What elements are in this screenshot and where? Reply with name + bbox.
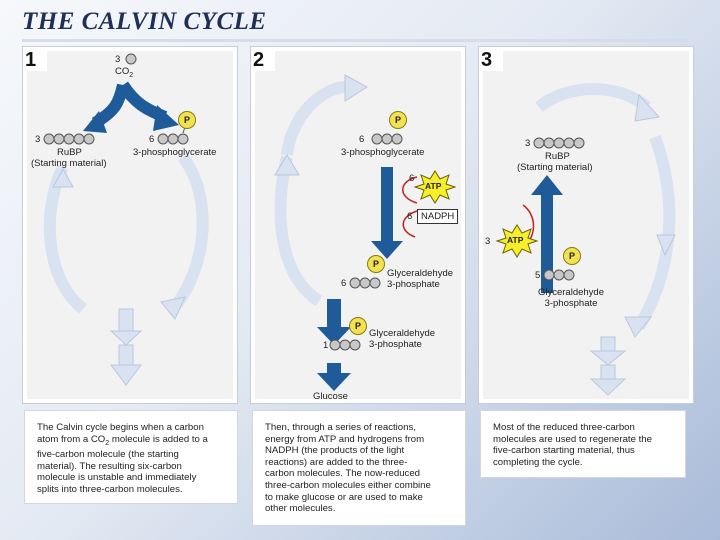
atp-count: 6: [409, 173, 415, 184]
g3p-label-line1: Glyceraldehyde: [537, 287, 604, 298]
cycle-arrow-right: [168, 153, 209, 313]
caption-line: to make glucose or are used to make: [265, 491, 423, 503]
panel-2: 2 6 3-phosphoglycerate P 6 ATP 6 NADPH P…: [250, 46, 466, 404]
panel-3-diagram: [495, 83, 676, 396]
caption-line: Then, through a series of reactions,: [265, 422, 416, 433]
cycle-arrowhead-left: [52, 167, 74, 188]
caption-2: Then, through a series of reactions, ene…: [252, 410, 466, 526]
output-arrow: [327, 299, 341, 329]
down-light-arrow-2: [110, 364, 142, 386]
rubp-note: (Starting material): [517, 162, 593, 173]
g3p-output-molecule: [329, 339, 361, 351]
phosphate-badge: P: [367, 255, 385, 273]
g3p-count: 5: [535, 270, 541, 281]
rubp-molecule: [533, 137, 585, 149]
rubp-count: 3: [525, 138, 531, 149]
panel-1: 1 3 CO2 3 RuBP (Starting material) 6 3-p…: [22, 46, 238, 404]
carbon-fixation-arrowhead: [153, 105, 179, 131]
co2-carbon: [125, 53, 137, 65]
atp-red-arrow: [402, 176, 418, 204]
caption-line: five-carbon molecule (the starting: [37, 449, 179, 461]
co2-label: CO2: [115, 66, 134, 79]
pga-molecule: [157, 126, 189, 145]
caption-line: Most of the reduced three-carbon: [493, 422, 635, 433]
rubp-label: RuBP: [57, 147, 82, 158]
caption-line: NADPH (the products of the light: [265, 445, 405, 457]
g3p-label-line2: 3-phosphate: [387, 279, 440, 290]
caption-line: energy from ATP and hydrogens from: [265, 433, 425, 445]
caption-line: completing the cycle.: [493, 456, 583, 468]
g3p-output-label-line2: 3-phosphate: [369, 339, 422, 350]
atp-label: ATP: [507, 235, 524, 245]
page-title: THE CALVIN CYCLE: [22, 8, 267, 35]
caption-line: molecule is unstable and immediately: [37, 472, 197, 484]
title-rule: [22, 39, 688, 42]
reduction-arrow: [381, 167, 393, 243]
panel-3: 3 3 RuBP (Starting material) 3 ATP P 5 G…: [478, 46, 694, 404]
nadph-red-arrow: [402, 210, 418, 238]
phosphate-badge: P: [349, 317, 367, 335]
co2-count: 3: [115, 54, 121, 65]
nadph-label: NADPH: [417, 209, 459, 224]
pga-label: 3-phosphoglycerate: [133, 147, 217, 158]
regeneration-arrowhead: [531, 175, 563, 195]
rubp-count: 3: [35, 134, 41, 145]
caption-line: The Calvin cycle begins when a carbon: [37, 422, 204, 433]
nadph-count: 6: [407, 211, 413, 222]
caption-line: other molecules.: [265, 503, 336, 515]
caption-line: atom from a CO2 molecule is added to a: [37, 433, 208, 447]
atp-label: ATP: [425, 181, 442, 191]
cycle-arrow-left: [274, 155, 323, 307]
pga-label: 3-phosphoglycerate: [341, 147, 425, 158]
atp-star: [413, 170, 457, 204]
caption-line: three-carbon molecules either combine: [265, 479, 431, 491]
glucose-label: Glucose: [313, 391, 348, 402]
panel-number: 1: [25, 49, 47, 71]
pga-count: 6: [149, 134, 155, 145]
phosphate-badge: P: [178, 111, 196, 129]
rubp-molecule: [43, 133, 95, 145]
g3p-label-line2: 3-phosphate: [544, 298, 598, 309]
g3p-label-line1: Glyceraldehyde: [387, 268, 454, 279]
glucose-arrow: [317, 373, 351, 391]
pga-count: 6: [359, 134, 365, 145]
rubp-label: RuBP: [545, 151, 570, 162]
caption-line: five-carbon starting material, thus: [493, 445, 635, 457]
pga-molecule: [371, 133, 403, 145]
regeneration-arrow: [541, 193, 553, 293]
caption-1: The Calvin cycle begins when a carbon at…: [24, 410, 238, 504]
g3p-count: 6: [341, 278, 347, 289]
rubp-note: (Starting material): [31, 158, 107, 169]
cycle-arrow-top: [281, 81, 348, 156]
phosphate-badge: P: [563, 247, 581, 265]
caption-line: reactions) are added to the three-: [265, 456, 408, 468]
cycle-arrow-left: [43, 164, 87, 314]
g3p-molecule: [349, 277, 381, 289]
atp-count: 3: [485, 236, 491, 247]
panel-number: 2: [253, 49, 275, 71]
panel-1-diagram: [43, 53, 209, 386]
caption-line: molecules are used to regenerate the: [493, 433, 652, 445]
phosphate-badge: P: [389, 111, 407, 129]
down-light-arrow-1: [109, 330, 143, 346]
caption-line: material). The resulting six-carbon: [37, 460, 182, 472]
cycle-arrow-top: [535, 83, 651, 112]
cycle-arrowhead-right: [160, 296, 186, 320]
caption-3: Most of the reduced three-carbon molecul…: [480, 410, 686, 478]
panel-number: 3: [481, 49, 503, 71]
g3p-output-count: 1: [323, 340, 329, 351]
g3p-output-label-line1: Glyceraldehyde: [369, 328, 436, 339]
caption-line: carbon molecules. The now-reduced: [265, 468, 421, 480]
caption-line: splits into three-carbon molecules.: [37, 483, 183, 495]
atp-star: [495, 224, 539, 258]
cycle-arrow-right: [633, 134, 676, 331]
panel-2-diagram: [274, 74, 457, 391]
g3p-molecule: [543, 269, 575, 281]
